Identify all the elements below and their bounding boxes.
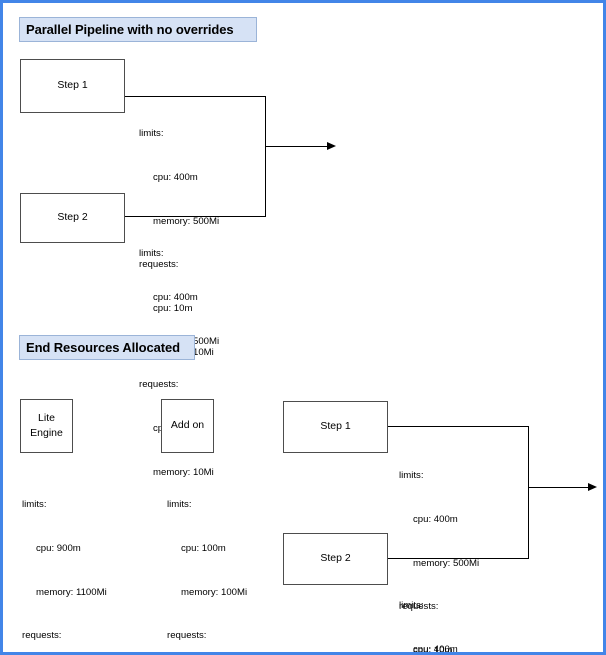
limits-label: limits: — [399, 470, 424, 482]
node-bottom-step-2[interactable]: Step 2 — [283, 533, 388, 585]
resources-top-step-2: limits: cpu: 400m memory: 500Mi requests… — [139, 218, 219, 510]
section-header-label: Parallel Pipeline with no overrides — [26, 22, 234, 37]
limits-cpu: cpu: 400m — [153, 171, 198, 183]
limits-memory: memory: 500Mi — [413, 557, 480, 569]
edge-top-output-arrow-line — [265, 146, 327, 148]
limits-label: limits: — [22, 499, 47, 511]
edge-bottom-step2-horizontal — [388, 558, 529, 560]
limits-cpu: cpu: 900m — [36, 542, 81, 554]
node-label: Step 1 — [57, 79, 88, 92]
limits-memory: memory: 500Mi — [153, 215, 220, 227]
limits-cpu: cpu: 400m — [413, 643, 458, 655]
edge-bottom-step1-horizontal — [388, 426, 529, 428]
arrow-head-top-output — [327, 142, 336, 150]
edge-top-step1-horizontal — [125, 96, 266, 98]
section-header-label: End Resources Allocated — [26, 340, 180, 355]
node-bottom-step-1[interactable]: Step 1 — [283, 401, 388, 453]
node-label: Step 2 — [57, 211, 88, 224]
requests-cpu: cpu: 10m — [413, 645, 453, 655]
requests-label: requests: — [22, 630, 62, 642]
edge-top-junction-vertical — [265, 96, 267, 217]
node-label-line-2: Engine — [30, 427, 63, 439]
node-label: Step 1 — [320, 420, 351, 433]
node-label: Add on — [170, 419, 205, 432]
edge-bottom-junction-vertical — [528, 426, 530, 559]
requests-label: requests: — [167, 630, 207, 642]
edge-top-step2-horizontal — [125, 216, 266, 218]
node-label: Step 2 — [320, 552, 351, 565]
node-top-step-2[interactable]: Step 2 — [20, 193, 125, 243]
limits-label: limits: — [167, 499, 192, 511]
requests-label: requests: — [139, 379, 179, 391]
requests-memory: memory: 10Mi — [153, 466, 214, 478]
arrow-head-bottom-output — [588, 483, 597, 491]
section-header-end-resources: End Resources Allocated — [19, 335, 195, 360]
edge-bottom-output-arrow-line — [528, 487, 588, 489]
limits-cpu: cpu: 100m — [181, 542, 226, 554]
resources-bottom-step-1: limits: cpu: 400m memory: 500Mi requests… — [399, 440, 480, 655]
node-lite-engine[interactable]: Lite Engine — [20, 399, 73, 453]
node-top-step-1[interactable]: Step 1 — [20, 59, 125, 113]
section-header-parallel-pipeline: Parallel Pipeline with no overrides — [19, 17, 257, 42]
limits-cpu: cpu: 400m — [413, 513, 458, 525]
resources-add-on: limits: cpu: 100m memory: 100Mi requests… — [167, 469, 248, 652]
limits-cpu: cpu: 400m — [153, 291, 198, 303]
limits-label: limits: — [139, 248, 164, 260]
limits-memory: memory: 100Mi — [181, 586, 248, 598]
limits-memory: memory: 1100Mi — [36, 586, 107, 598]
limits-label: limits: — [399, 600, 424, 612]
requests-cpu: cpu: 10m — [153, 303, 193, 315]
resources-lite-engine: limits: cpu: 900m memory: 1100Mi request… — [22, 469, 107, 652]
resources-bottom-step-2: limits: cpu: 400m memory: 500Mi requests… — [399, 570, 479, 655]
node-add-on[interactable]: Add on — [161, 399, 214, 453]
limits-label: limits: — [139, 128, 164, 140]
requests-label: requests: — [399, 601, 439, 613]
node-label-line-1: Lite — [38, 411, 55, 424]
requests-label: requests: — [139, 259, 179, 271]
